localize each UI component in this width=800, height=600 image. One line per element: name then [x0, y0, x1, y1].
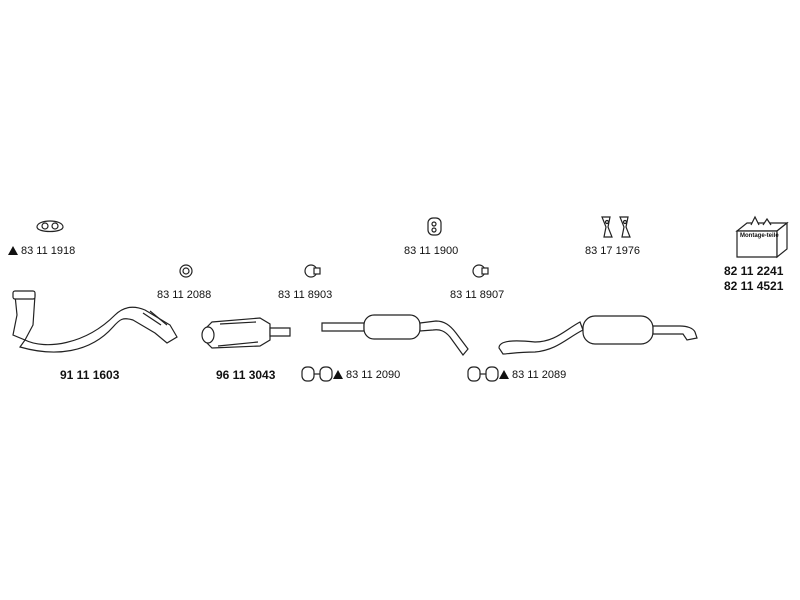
part-label-gasket: 83 11 1918: [8, 245, 75, 257]
ring-gasket-icon: [179, 264, 193, 278]
clamp-icon: [304, 264, 321, 278]
part-label-mounting-kit-2: 82 11 4521: [724, 279, 784, 293]
part-label-ring-gasket: 83 11 2088: [157, 289, 212, 301]
part-label-rubber-mounts-pair: 83 17 1976: [585, 245, 641, 257]
front-pipe-icon: [12, 290, 178, 353]
gasket-icon: [36, 220, 64, 233]
catalytic-converter-icon: [201, 317, 291, 349]
rear-silencer-icon: [498, 315, 698, 355]
part-label-rear-clamp: 83 11 2089: [499, 369, 566, 381]
part-label-middle-clamp: 83 11 2090: [333, 369, 400, 381]
middle-silencer-icon: [321, 314, 469, 356]
part-label-mounting-kit-1: 82 11 2241: [724, 264, 784, 278]
clamp-pair-icon: [467, 366, 499, 382]
clamp-pair-icon: [301, 366, 333, 382]
part-label-clamp-right: 83 11 8907: [450, 289, 505, 301]
triangle-marker-icon: [8, 246, 18, 255]
rubber-mount-icon: [427, 217, 442, 236]
clamp-icon: [472, 264, 489, 278]
mounting-kit-box-icon: [735, 215, 789, 259]
rubber-mounts-pair-icon: [601, 216, 631, 238]
part-label-clamp-left: 83 11 8903: [278, 289, 333, 301]
triangle-marker-icon: [333, 370, 343, 379]
part-label-rubber-mount: 83 11 1900: [404, 245, 459, 257]
part-label-front-pipe: 91 11 1603: [60, 368, 120, 382]
kit-box-label: Montage-teile: [740, 233, 779, 239]
part-label-catalytic-converter: 96 11 3043: [216, 368, 276, 382]
triangle-marker-icon: [499, 370, 509, 379]
